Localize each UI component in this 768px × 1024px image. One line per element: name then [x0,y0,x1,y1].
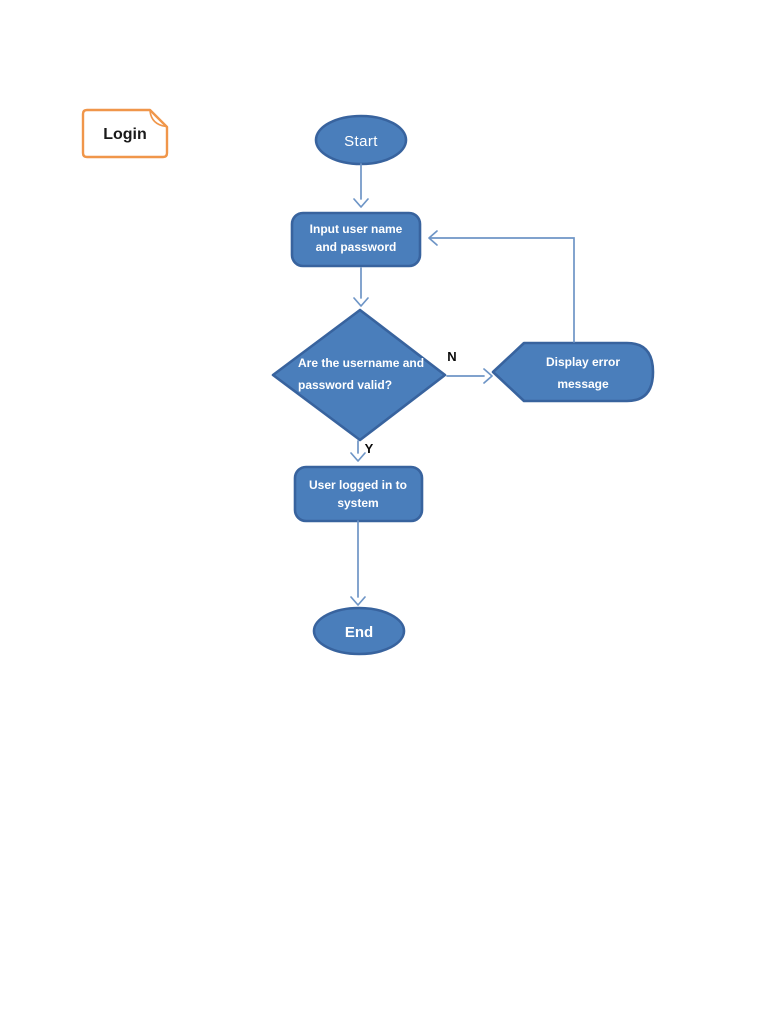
node-logged-in: User logged in to system [293,465,424,523]
branch-label-yes: Y [365,441,374,456]
arrowhead-down-icon [353,198,369,208]
input-label-line2: and password [316,240,397,254]
login-tag-label: Login [103,126,147,143]
connector-start-to-input [353,163,369,208]
arrowhead-down-icon [350,596,366,606]
input-rounded-rect-shape [290,211,422,268]
end-oval-shape [312,606,406,656]
login-tag-shape [81,108,169,159]
arrowhead-left-icon [428,230,438,246]
input-label-line1: Input user name [310,222,403,236]
arrowhead-down-icon [350,452,366,462]
logged-in-label-line2: system [337,496,378,510]
node-error: Display error message [491,341,655,403]
node-decision: Are the username and password valid? [271,308,447,442]
logged-in-label-line1: User logged in to [309,478,407,492]
logged-in-rounded-rect-shape [293,465,424,523]
decision-label-line2: password valid? [298,378,392,392]
connector-error-to-input [428,230,575,343]
branch-label-no: N [447,349,456,364]
node-end: End [312,606,406,656]
login-tag-fold-icon [149,110,167,128]
node-input: Input user name and password [290,211,422,268]
connector-logged-in-to-end [350,520,366,606]
node-start: Start [314,114,408,166]
connector-decision-to-logged-in [350,440,366,462]
error-label-line2: message [557,377,609,391]
end-label: End [345,624,373,641]
decision-diamond-shape [271,308,447,442]
decision-label-line1: Are the username and [298,356,424,370]
connector-line [429,237,575,343]
connector-decision-to-error [446,368,493,384]
error-pentagon-shape [491,341,655,403]
start-label: Start [344,133,378,150]
error-label-line1: Display error [546,355,620,369]
login-tag: Login [81,108,169,159]
arrowhead-down-icon [353,297,369,307]
arrowhead-right-icon [483,368,493,384]
connector-input-to-decision [353,267,369,307]
